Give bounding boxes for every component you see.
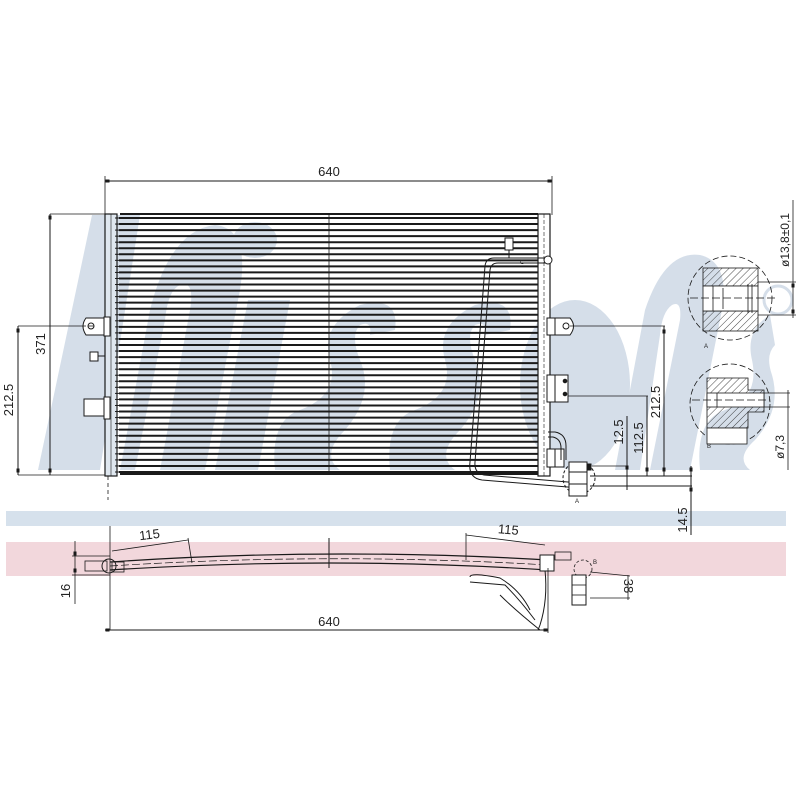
- detail-a-view: [687, 200, 796, 341]
- dim-detail-b-diameter: ø7,3: [773, 435, 787, 459]
- right-upper-bracket: [546, 317, 574, 336]
- dim-side-length: 640: [318, 614, 340, 629]
- outlet-pipe: [548, 431, 567, 460]
- inlet-pipe: [469, 237, 581, 489]
- left-upper-bracket: [82, 316, 111, 337]
- dim-right-upper-height: 212.5: [648, 386, 663, 419]
- dim-left-bracket-height: 212.5: [1, 384, 16, 417]
- dim-side-outlet-depth: 38: [621, 579, 636, 593]
- dim-side-thickness: 16: [58, 584, 73, 598]
- right-mid-bracket: [546, 374, 569, 403]
- side-marker-b: B: [593, 560, 597, 566]
- condenser-tubes: [115, 217, 538, 473]
- left-small-pin: [89, 351, 105, 362]
- dim-side-left-bend: 115: [138, 526, 160, 543]
- detail-a-label: A: [704, 344, 708, 350]
- left-lower-bracket: [83, 396, 111, 420]
- dim-right-mid-height: 112.5: [631, 422, 646, 454]
- dim-side-right-bend: 115: [497, 521, 519, 538]
- dim-front-height: 371: [33, 333, 48, 355]
- dim-detail-a-diameter: ø13,8±0,1: [778, 213, 792, 267]
- blue-band: [6, 511, 786, 526]
- dim-right-low-offset: 12.5: [611, 419, 626, 444]
- detail-b-label: B: [707, 444, 711, 450]
- right-low-bracket: [546, 448, 565, 468]
- marker-c-label: C: [520, 260, 525, 266]
- dim-outlet-offset: 14.5: [675, 507, 690, 532]
- front-view: A C: [16, 176, 693, 535]
- side-view: [72, 526, 631, 633]
- marker-a-label: A: [575, 499, 579, 505]
- outlet-fitting: [562, 461, 596, 497]
- dim-front-width: 640: [318, 164, 340, 179]
- nissens-watermark: [38, 215, 794, 470]
- detail-b-view: [689, 363, 790, 470]
